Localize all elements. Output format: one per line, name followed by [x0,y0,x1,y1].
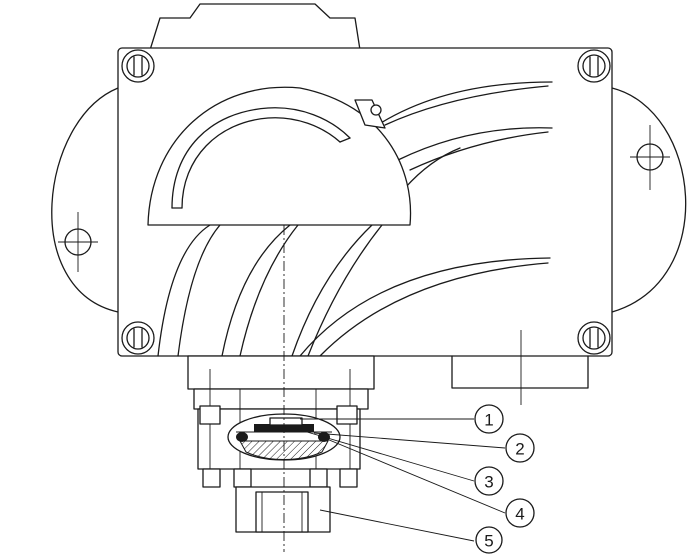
leader-lines [289,418,506,542]
screw-top-left [121,49,155,83]
mounting-hole-right [630,125,670,190]
callout-3-label: 3 [484,473,493,492]
gauge-dial [147,86,412,226]
callout-1-label: 1 [484,411,493,430]
top-lug [149,3,361,51]
bottom-fitting [235,486,331,533]
screw-top-right [577,49,611,83]
callout-2-label: 2 [515,440,524,459]
bottom-right-bracket [451,330,589,405]
screw-bottom-left [121,321,155,355]
callout-4: 4 [505,498,535,528]
callout-2: 2 [505,433,535,463]
screw-bottom-right [577,321,611,355]
callout-3: 3 [474,466,504,496]
blade-curves [157,81,553,357]
callout-4-label: 4 [515,505,524,524]
callout-5: 5 [475,526,503,554]
callout-5-label: 5 [484,532,493,551]
housing-screws [121,49,611,355]
callout-1: 1 [474,404,504,434]
mounting-hole-left [58,212,98,272]
